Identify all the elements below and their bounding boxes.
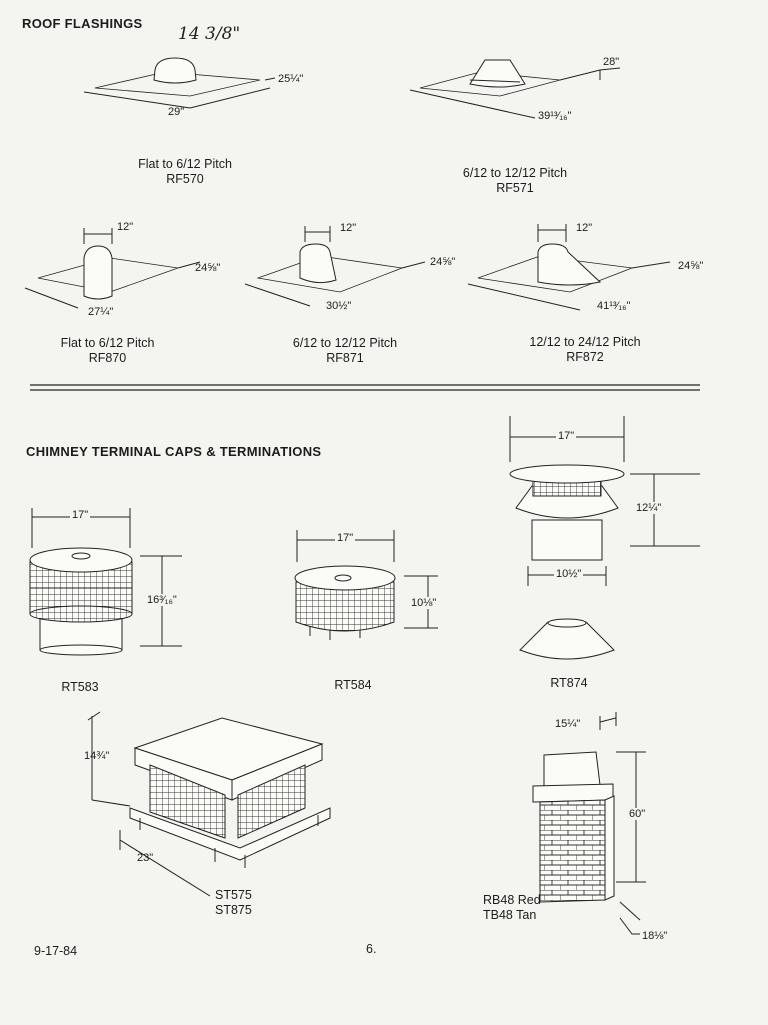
rf872-width-dim: 24⅝": [678, 260, 704, 272]
rf571-pitch: 6/12 to 12/12 Pitch: [462, 166, 568, 180]
rf571-model: RF571: [496, 181, 534, 195]
st575-height-dim: 14¾": [84, 750, 110, 762]
footer-page-number: 6.: [366, 942, 377, 956]
rb48-caption: RB48 Red TB48 Tan: [483, 893, 563, 923]
st575-model: ST575: [215, 888, 252, 902]
st875-model: ST875: [215, 903, 252, 917]
rf870-drawing: [24, 228, 201, 309]
rf871-width-dim: 24⅝": [430, 256, 456, 268]
rf872-pitch: 12/12 to 24/12 Pitch: [529, 335, 641, 349]
rt584-model: RT584: [334, 678, 372, 692]
rf871-model: RF871: [326, 351, 364, 365]
rf870-model: RF870: [88, 351, 127, 365]
rt584-width-dim: 17": [335, 532, 356, 544]
rf570-model: RF570: [166, 172, 204, 186]
rf571-caption: 6/12 to 12/12 Pitch RF571: [440, 166, 590, 196]
chimney-caps-heading: CHIMNEY TERMINAL CAPS & TERMINATIONS: [26, 444, 322, 459]
rb48-height-dim: 60": [629, 808, 646, 820]
rb48-drawing: [532, 712, 646, 935]
section-divider: [30, 384, 700, 391]
rt583-height-dim: 16³⁄₁₆": [147, 594, 177, 606]
rb48-model: RB48 Red: [483, 893, 541, 907]
rt583-width-dim: 17": [70, 509, 91, 521]
rb48-depth-dim: 18⅛": [642, 930, 668, 942]
rf870-length-dim: 27¼": [88, 306, 114, 318]
st575-drawing: [87, 711, 331, 897]
rf871-top-dim: 12": [340, 222, 357, 234]
rb48-width-dim: 15¼": [555, 718, 581, 730]
rf571-width-dim: 28": [603, 56, 620, 68]
rt874-width-dim: 17": [556, 430, 577, 442]
rf571-length-dim: 39¹³⁄₁₆": [538, 110, 572, 122]
rt874-base-dim: 10½": [554, 568, 584, 580]
handwritten-note: 14 3/8": [178, 24, 241, 44]
rt584-drawing: [294, 530, 438, 640]
rf872-drawing: [467, 224, 671, 311]
rt583-model: RT583: [61, 680, 99, 694]
rf571-drawing: [409, 59, 621, 119]
rf570-width-dim: 25¼": [278, 73, 304, 85]
rt874-model: RT874: [550, 676, 588, 690]
rf872-length-dim: 41¹³⁄₁₆": [597, 300, 631, 312]
rf870-width-dim: 24⅝": [195, 262, 221, 274]
rf871-drawing: [244, 226, 426, 307]
st575-caption: ST575 ST875: [215, 888, 275, 918]
rf871-pitch: 6/12 to 12/12 Pitch: [292, 336, 398, 350]
rt584-height-dim: 10⅛": [411, 597, 437, 609]
st575-width-dim: 23": [137, 852, 154, 864]
rt874-height-dim: 12¼": [636, 502, 662, 514]
rt874-drawing: [509, 416, 700, 660]
roof-flashings-heading: ROOF FLASHINGS: [22, 16, 143, 31]
rf570-drawing: [83, 57, 276, 109]
tb48-model: TB48 Tan: [483, 908, 537, 922]
rf872-top-dim: 12": [576, 222, 593, 234]
rf570-caption: Flat to 6/12 Pitch RF570: [120, 157, 250, 187]
rf872-caption: 12/12 to 24/12 Pitch RF872: [510, 335, 660, 365]
rf872-model: RF872: [566, 350, 604, 364]
rf570-pitch: Flat to 6/12 Pitch: [138, 157, 232, 171]
footer-date: 9-17-84: [34, 944, 78, 958]
rt583-drawing: [29, 508, 182, 656]
rf870-caption: Flat to 6/12 Pitch RF870: [40, 336, 175, 366]
rf870-top-dim: 12": [117, 221, 134, 233]
rf871-length-dim: 30½": [326, 300, 352, 312]
rf871-caption: 6/12 to 12/12 Pitch RF871: [275, 336, 415, 366]
rf870-pitch: Flat to 6/12 Pitch: [60, 336, 155, 350]
rf570-length-dim: 29": [168, 106, 185, 118]
